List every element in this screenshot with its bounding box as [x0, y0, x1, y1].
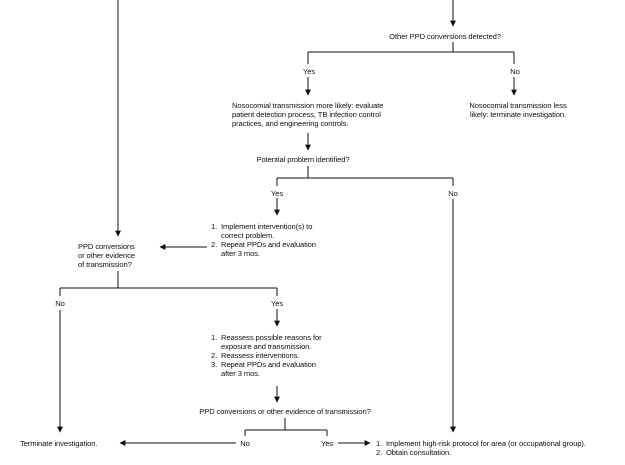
- box-nosocomial-less-likely: Nosocomial transmission less likely: ter…: [469, 101, 567, 119]
- list-high-risk: 1. Implement high-risk protocol for area…: [376, 439, 586, 457]
- label-yes-4: Yes: [320, 439, 334, 448]
- box-terminate: Terminate investigation.: [20, 439, 98, 448]
- label-yes-1: Yes: [302, 67, 316, 76]
- list-interventions: 1. Implement intervention(s) to correct …: [211, 222, 316, 258]
- list-item: 2. Reassess interventions.: [211, 351, 300, 360]
- label-no-4: No: [240, 439, 250, 448]
- label-yes-2: Yes: [270, 189, 284, 198]
- question-potential-problem: Potential problem identified?: [256, 155, 350, 164]
- label-no-3: No: [55, 299, 65, 308]
- list-item: 2. Obtain consultation.: [376, 448, 452, 457]
- list-reassess: 1. Reassess possible reasons for exposur…: [211, 333, 322, 378]
- list-item: 1. Implement high-risk protocol for area…: [376, 439, 586, 448]
- box-nosocomial-likely: Nosocomial transmission more likely: eva…: [232, 101, 384, 128]
- list-item: 3. Repeat PPDs and evaluation after 3 mo…: [211, 360, 316, 378]
- list-item: 2. Repeat PPDs and evaluation after 3 mo…: [211, 240, 316, 258]
- list-item: 1. Implement intervention(s) to correct …: [211, 222, 313, 240]
- question-ppd-evidence-bottom: PPD conversions or other evidence of tra…: [199, 407, 371, 416]
- label-yes-3: Yes: [270, 299, 284, 308]
- question-other-conversions: Other PPD conversions detected?: [389, 32, 501, 41]
- question-ppd-evidence-left: PPD conversions or other evidence of tra…: [78, 242, 135, 269]
- label-no-2: No: [448, 189, 458, 198]
- list-item: 1. Reassess possible reasons for exposur…: [211, 333, 322, 351]
- label-no-1: No: [510, 67, 520, 76]
